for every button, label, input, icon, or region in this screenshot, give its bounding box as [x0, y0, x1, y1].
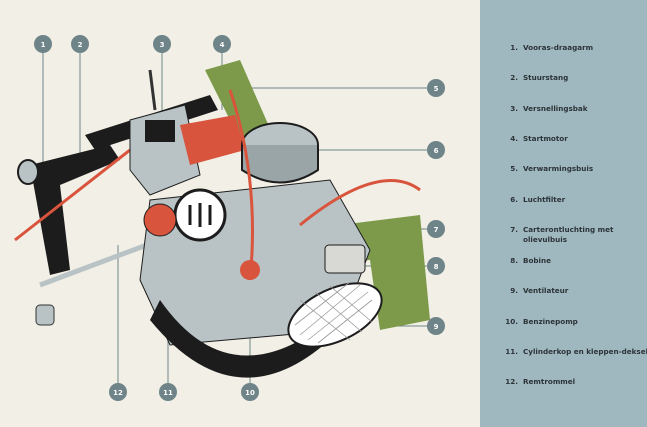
legend-item-3: 3. Versnellingsbak — [502, 104, 642, 114]
callout-11-marker — [159, 383, 177, 401]
callout-4-label: 4 — [220, 41, 225, 49]
legend-label: Vooras-draagarm — [523, 43, 594, 52]
fan-grille-mesh — [294, 281, 373, 344]
legend-item-10: 10. Benzinepomp — [502, 317, 642, 327]
callout-12-marker — [109, 383, 127, 401]
legend-number: 10. — [505, 317, 518, 326]
callout-8-marker — [427, 257, 445, 275]
fan-grille-shape — [287, 282, 383, 348]
callout-9-label: 9 — [434, 323, 439, 331]
starter-motor-shape — [180, 115, 245, 165]
legend-number: 3. — [510, 104, 518, 113]
callout-4-marker — [213, 35, 231, 53]
steering-rod-shape — [14, 148, 131, 242]
callout-3-marker — [153, 35, 171, 53]
legend-label: Startmotor — [523, 134, 568, 143]
legend-label: Versnellingsbak — [523, 104, 588, 113]
callout-2-label: 2 — [78, 41, 83, 49]
fuel-line-shape — [228, 89, 421, 281]
legend-label: Benzinepomp — [523, 317, 578, 326]
legend-number: 6. — [510, 195, 518, 204]
legend-number: 11. — [505, 347, 518, 356]
legend-label: Remtrommel — [523, 377, 576, 386]
legend-item-4: 4. Startmotor — [502, 134, 642, 144]
legend-number: 12. — [505, 377, 518, 386]
callout-8-label: 8 — [434, 263, 439, 271]
callout-10-label: 10 — [245, 389, 255, 397]
legend-label: Stuurstang — [523, 73, 569, 82]
gearbox-cover-shape — [145, 120, 175, 142]
legend-label: Verwarmingsbuis — [523, 164, 594, 173]
legend-item-2: 2. Stuurstang — [502, 73, 642, 83]
legend-item-12: 12. Remtrommel — [502, 377, 642, 387]
callout-11-label: 11 — [163, 389, 173, 397]
legend-item-11: 11. Cylinderkop en kleppen-deksel — [502, 347, 647, 357]
legend-label: Carterontluchting met olievulbuis — [523, 225, 614, 244]
brake-drum-shape — [143, 203, 177, 237]
legend-number: 7. — [510, 225, 518, 234]
tie-rod-shape — [39, 237, 161, 288]
legend-number: 2. — [510, 73, 518, 82]
callout-2-marker — [71, 35, 89, 53]
legend-label: Ventilateur — [523, 286, 569, 295]
legend-number: 4. — [510, 134, 518, 143]
callout-1-marker — [34, 35, 52, 53]
legend-item-7: 7. Carterontluchting met olievulbuis — [502, 225, 647, 245]
legend-number: 1. — [510, 43, 518, 52]
callout-6-label: 6 — [434, 147, 439, 155]
legend-panel: 1. Vooras-draagarm 2. Stuurstang 3. Versnel… — [480, 0, 647, 427]
legend-item-6: 6. Luchtfilter — [502, 195, 642, 205]
cylinder-shadow-shape — [150, 300, 340, 378]
legend-label: Cylinderkop en kleppen-deksel — [523, 347, 647, 356]
callout-5-marker — [427, 79, 445, 97]
engine-illustration: 1 2 3 4 5 6 7 8 9 10 11 12 — [14, 35, 445, 401]
fuel-pump-shape — [240, 260, 260, 280]
flange-shape — [17, 159, 39, 185]
legend-label: Bobine — [523, 256, 552, 265]
legend-item-9: 9. Ventilateur — [502, 286, 642, 296]
legend-item-1: 1. Vooras-draagarm — [502, 43, 642, 53]
coil-shape — [324, 244, 366, 274]
legend-label: Luchtfilter — [523, 195, 566, 204]
callout-3-label: 3 — [160, 41, 165, 49]
axle-arm-shape — [30, 145, 120, 275]
callout-7-label: 7 — [434, 226, 439, 234]
legend-item-8: 8. Bobine — [502, 256, 642, 266]
callout-10-marker — [241, 383, 259, 401]
legend-number: 8. — [510, 256, 518, 265]
shift-lever-shape — [148, 69, 157, 111]
legend-number: 5. — [510, 164, 518, 173]
callout-markers: 1 2 3 4 5 6 7 8 9 10 11 12 — [34, 35, 445, 401]
legend-number: 9. — [510, 286, 518, 295]
callout-5-label: 5 — [434, 85, 439, 93]
callout-6-marker — [427, 141, 445, 159]
bracket-shape — [35, 304, 55, 326]
callout-9-marker — [427, 317, 445, 335]
callout-1-label: 1 — [41, 41, 46, 49]
callout-12-label: 12 — [113, 389, 123, 397]
callout-7-marker — [427, 220, 445, 238]
pulley-slots — [188, 203, 212, 227]
air-filter-body-shape — [241, 145, 319, 184]
legend-item-5: 5. Verwarmingsbuis — [502, 164, 642, 174]
